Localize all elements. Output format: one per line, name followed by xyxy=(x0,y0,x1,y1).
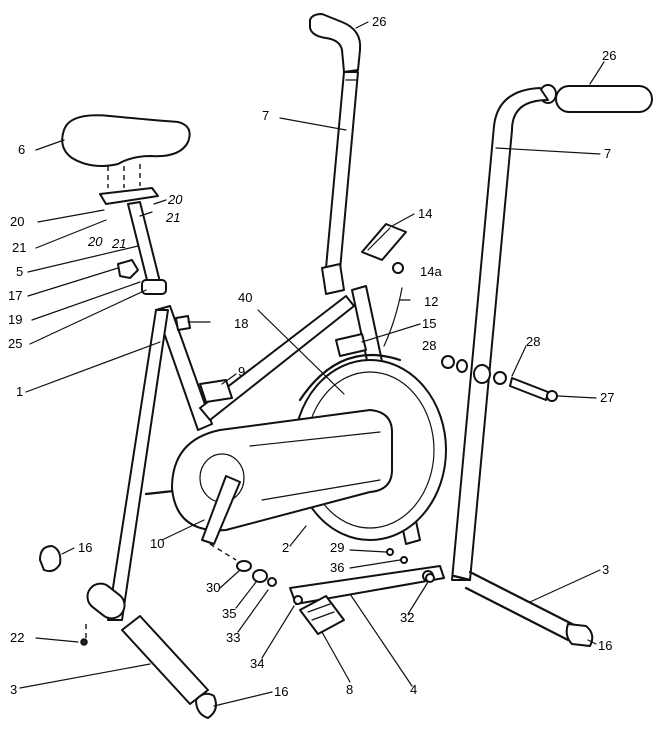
seat-knob xyxy=(117,259,139,279)
seat-mount-plate xyxy=(99,187,159,205)
callout-6: 6 xyxy=(18,142,25,157)
callout-16-bottom: 16 xyxy=(274,684,288,699)
linkage-arm xyxy=(289,565,445,605)
seat xyxy=(61,114,191,188)
callout-12: 12 xyxy=(424,294,438,309)
handlebar-arm-right xyxy=(451,87,549,581)
callout-8: 8 xyxy=(346,682,353,697)
callout-20-upper: 20 xyxy=(167,192,183,207)
callout-19: 19 xyxy=(8,312,22,327)
callout-32: 32 xyxy=(400,610,414,625)
bolt-18 xyxy=(175,315,191,331)
console xyxy=(361,223,407,261)
callout-5: 5 xyxy=(16,264,23,279)
fan-guard xyxy=(298,353,402,402)
callout-10: 10 xyxy=(150,536,164,551)
callout-14: 14 xyxy=(418,206,432,221)
callout-25: 25 xyxy=(8,336,22,351)
callout-1: 1 xyxy=(16,384,23,399)
handlebar-arm-left xyxy=(325,71,359,271)
callout-40: 40 xyxy=(238,290,252,305)
console-knob xyxy=(392,262,404,274)
callout-18: 18 xyxy=(234,316,248,331)
tension-cable xyxy=(383,287,403,347)
callout-7-right: 7 xyxy=(604,146,611,161)
stabilizer-foot-left xyxy=(86,582,209,705)
callout-34: 34 xyxy=(250,656,264,671)
callout-33: 33 xyxy=(226,630,240,645)
seat-clamp xyxy=(141,279,167,295)
screw-22 xyxy=(80,624,88,646)
callout-26-right: 26 xyxy=(602,48,616,63)
callout-7-left: 7 xyxy=(262,108,269,123)
callout-20-left: 20 xyxy=(10,214,24,229)
handle-grip-left xyxy=(309,13,362,73)
callout-22: 22 xyxy=(10,630,24,645)
callout-35: 35 xyxy=(222,606,236,621)
callout-2: 2 xyxy=(282,540,289,555)
callout-16-right: 16 xyxy=(598,638,612,653)
callout-27: 27 xyxy=(600,390,614,405)
callout-9: 9 xyxy=(238,364,245,379)
callout-21-lower: 21 xyxy=(111,236,126,251)
callout-30: 30 xyxy=(206,580,220,595)
callout-36: 36 xyxy=(330,560,344,575)
callout-15: 15 xyxy=(422,316,436,331)
callout-16-left: 16 xyxy=(78,540,92,555)
callout-14a: 14a xyxy=(420,264,442,279)
callout-21-right: 21 xyxy=(165,210,180,225)
callout-3-right: 3 xyxy=(602,562,609,577)
axle-bolt xyxy=(441,355,558,402)
callout-17: 17 xyxy=(8,288,22,303)
bracket xyxy=(335,333,367,357)
leader-lines xyxy=(19,21,605,707)
callout-28-left: 28 xyxy=(422,338,436,353)
end-cap-left-loose xyxy=(39,545,62,573)
pedal xyxy=(299,595,345,635)
callout-3-left: 3 xyxy=(10,682,17,697)
callout-20-lower: 20 xyxy=(87,234,103,249)
callout-labels: 26 26 7 7 6 20 20 20 21 21 21 14 14a 5 1… xyxy=(8,14,616,699)
stabilizer-foot-right xyxy=(452,570,582,642)
callout-29: 29 xyxy=(330,540,344,555)
crank-arm xyxy=(201,475,241,545)
tension-block xyxy=(199,379,233,403)
callout-28-right: 28 xyxy=(526,334,540,349)
callout-4: 4 xyxy=(410,682,417,697)
handle-grip-right xyxy=(539,84,653,113)
end-cap-right xyxy=(565,623,594,647)
end-cap-left-front xyxy=(195,692,217,719)
pedal-hardware xyxy=(209,543,435,605)
callout-21-left: 21 xyxy=(12,240,26,255)
callout-26-top: 26 xyxy=(372,14,386,29)
